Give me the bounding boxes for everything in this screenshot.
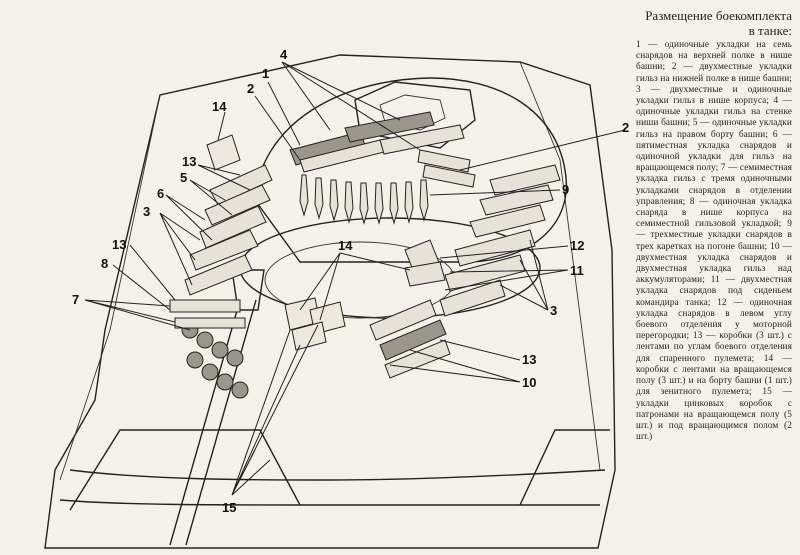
- callout-13-right: 13: [522, 352, 536, 367]
- callout-14-floor: 14: [338, 238, 353, 253]
- turret-niche-shells: [289, 111, 476, 188]
- callout-1: 1: [262, 66, 269, 81]
- ammo-boxes: [206, 134, 346, 351]
- callout-4: 4: [280, 47, 288, 62]
- callout-8: 8: [101, 256, 108, 271]
- right-shell-stack: [369, 164, 561, 379]
- caption-body: 1 — одиночные укладки на семь снарядов н…: [636, 40, 792, 443]
- callout-7: 7: [72, 292, 79, 307]
- callout-3-right: 3: [550, 303, 557, 318]
- callout-2-left: 2: [247, 81, 254, 96]
- callout-6: 6: [157, 186, 164, 201]
- caption-title: Размещение боекомплекта в танке:: [645, 8, 792, 38]
- callout-13-top: 13: [182, 154, 196, 169]
- callout-10: 10: [522, 375, 536, 390]
- callout-5: 5: [180, 170, 187, 185]
- gun-barrel: [169, 269, 265, 546]
- callout-13-left: 13: [112, 237, 126, 252]
- callout-15: 15: [222, 500, 236, 515]
- shell-ring-group: [299, 174, 429, 225]
- callout-11: 11: [570, 263, 584, 278]
- callout-14-top: 14: [212, 99, 227, 114]
- left-shell-stack: [169, 164, 273, 399]
- callout-3-left: 3: [143, 204, 150, 219]
- leader-lines: [84, 61, 626, 496]
- callout-12: 12: [570, 238, 584, 253]
- tank-ammo-diagram: 1 2 2 4 14 13 5 6 3 13 8 7 9 12 11 3 13 …: [44, 47, 629, 549]
- figure-caption: Размещение боекомплекта в танке: 1 — оди…: [636, 8, 792, 548]
- hull-outline: [44, 54, 616, 549]
- callout-2-right: 2: [622, 120, 629, 135]
- callout-labels: 1 2 2 4 14 13 5 6 3 13 8 7 9 12 11 3 13 …: [72, 47, 629, 515]
- callout-9: 9: [562, 182, 569, 197]
